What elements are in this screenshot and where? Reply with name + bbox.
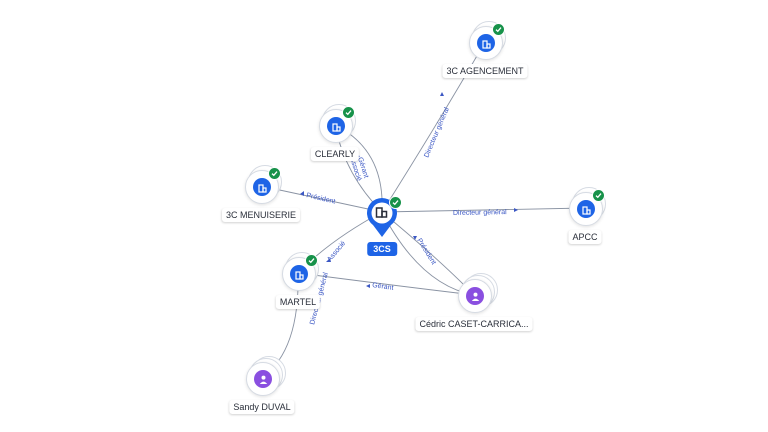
node-label: 3C MENUISERIE [221,208,301,222]
arrow-cedric-gerant [366,284,370,288]
person-icon [466,287,484,305]
node-label: CLEARLY [310,147,360,161]
edge-3cs-menuiserie [260,185,383,213]
building-icon [327,117,345,135]
node-label: APCC [568,230,602,244]
building-icon [253,178,271,196]
node-label: Cédric CASET-CARRICA... [415,317,533,331]
edge-3cs-agencement [381,41,486,213]
node-label: Sandy DUVAL [229,400,295,414]
building-icon [577,200,595,218]
edge-label-menuiserie: Président [306,192,336,205]
verified-check-icon [592,189,605,202]
person-icon [254,370,272,388]
verified-check-icon [305,254,318,267]
node-label: 3C AGENCEMENT [442,64,528,78]
building-icon [477,34,495,52]
edge-3cs-apcc [381,207,586,213]
edge-martel-cedric [297,272,475,296]
edge-label-cedric-president: Président [415,237,437,266]
location-pin-icon [367,198,397,237]
arrow-apcc [514,208,518,212]
edge-label-apcc: Directeur général [453,209,507,217]
arrow-agencement [440,92,444,96]
verified-check-icon [492,23,505,36]
verified-check-icon [268,167,281,180]
arrow-menuiserie [300,191,304,196]
edge-label-martel-associe: Associé [326,240,347,263]
center-node-label: 3CS [367,242,397,256]
edge-label-agencement: Directeur général [423,106,451,159]
edge-label-cedric-gerant: Gérant [372,282,394,292]
verified-check-icon [342,106,355,119]
node-label: MARTEL [275,295,321,309]
arrow-martel [326,258,331,262]
verified-check-icon [389,196,402,209]
building-icon [290,265,308,283]
arrow-cedric [413,236,417,240]
